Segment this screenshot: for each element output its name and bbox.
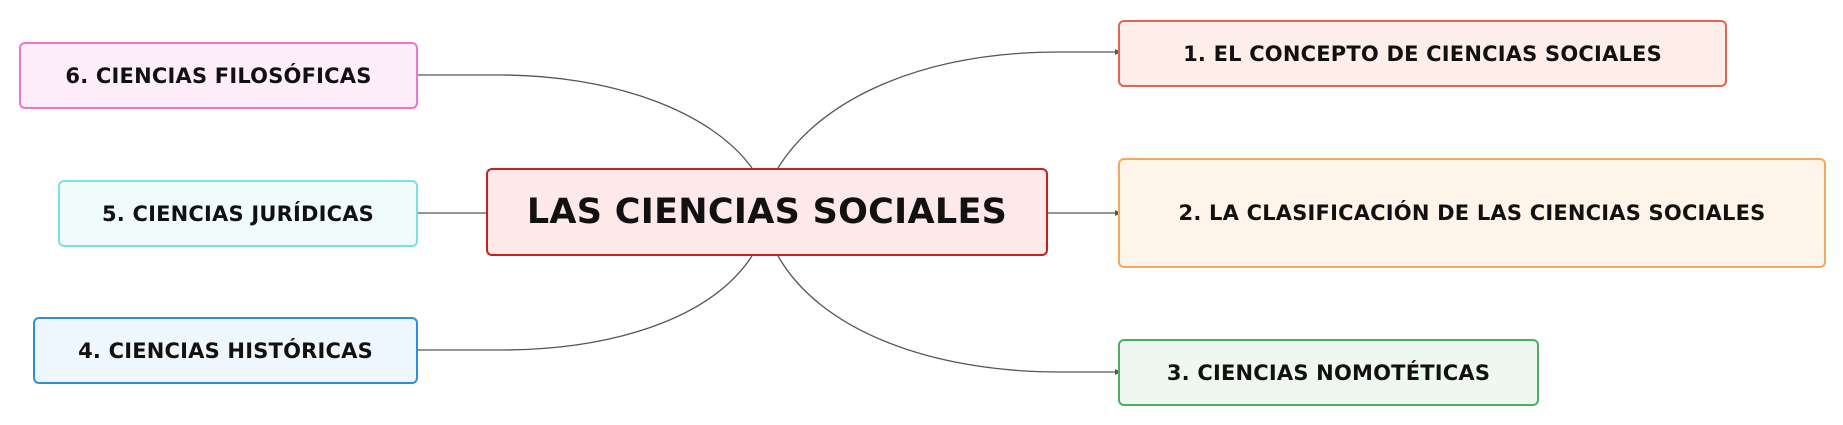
branch-label: 4. CIENCIAS HISTÓRICAS (78, 338, 373, 363)
branch-b3[interactable]: 3. CIENCIAS NOMOTÉTICAS (1118, 339, 1539, 406)
branch-label: 2. LA CLASIFICACIÓN DE LAS CIENCIAS SOCI… (1178, 201, 1766, 225)
branch-b1[interactable]: 1. EL CONCEPTO DE CIENCIAS SOCIALES (1118, 20, 1727, 87)
connector-b4 (418, 255, 753, 351)
central-topic[interactable]: LAS CIENCIAS SOCIALES (486, 168, 1048, 256)
branch-label: 6. CIENCIAS FILOSÓFICAS (65, 63, 372, 88)
connector-b1 (777, 51, 1115, 169)
central-topic-label: LAS CIENCIAS SOCIALES (526, 192, 1008, 232)
branch-b4[interactable]: 4. CIENCIAS HISTÓRICAS (33, 317, 418, 384)
branch-b6[interactable]: 6. CIENCIAS FILOSÓFICAS (19, 42, 418, 109)
connector-b6 (418, 74, 753, 169)
connector-b3 (777, 255, 1115, 373)
branch-b5[interactable]: 5. CIENCIAS JURÍDICAS (58, 180, 418, 247)
branch-label: 3. CIENCIAS NOMOTÉTICAS (1166, 360, 1491, 385)
branch-b2[interactable]: 2. LA CLASIFICACIÓN DE LAS CIENCIAS SOCI… (1118, 158, 1826, 268)
branch-label: 5. CIENCIAS JURÍDICAS (101, 201, 375, 226)
branch-label: 1. EL CONCEPTO DE CIENCIAS SOCIALES (1183, 41, 1662, 66)
